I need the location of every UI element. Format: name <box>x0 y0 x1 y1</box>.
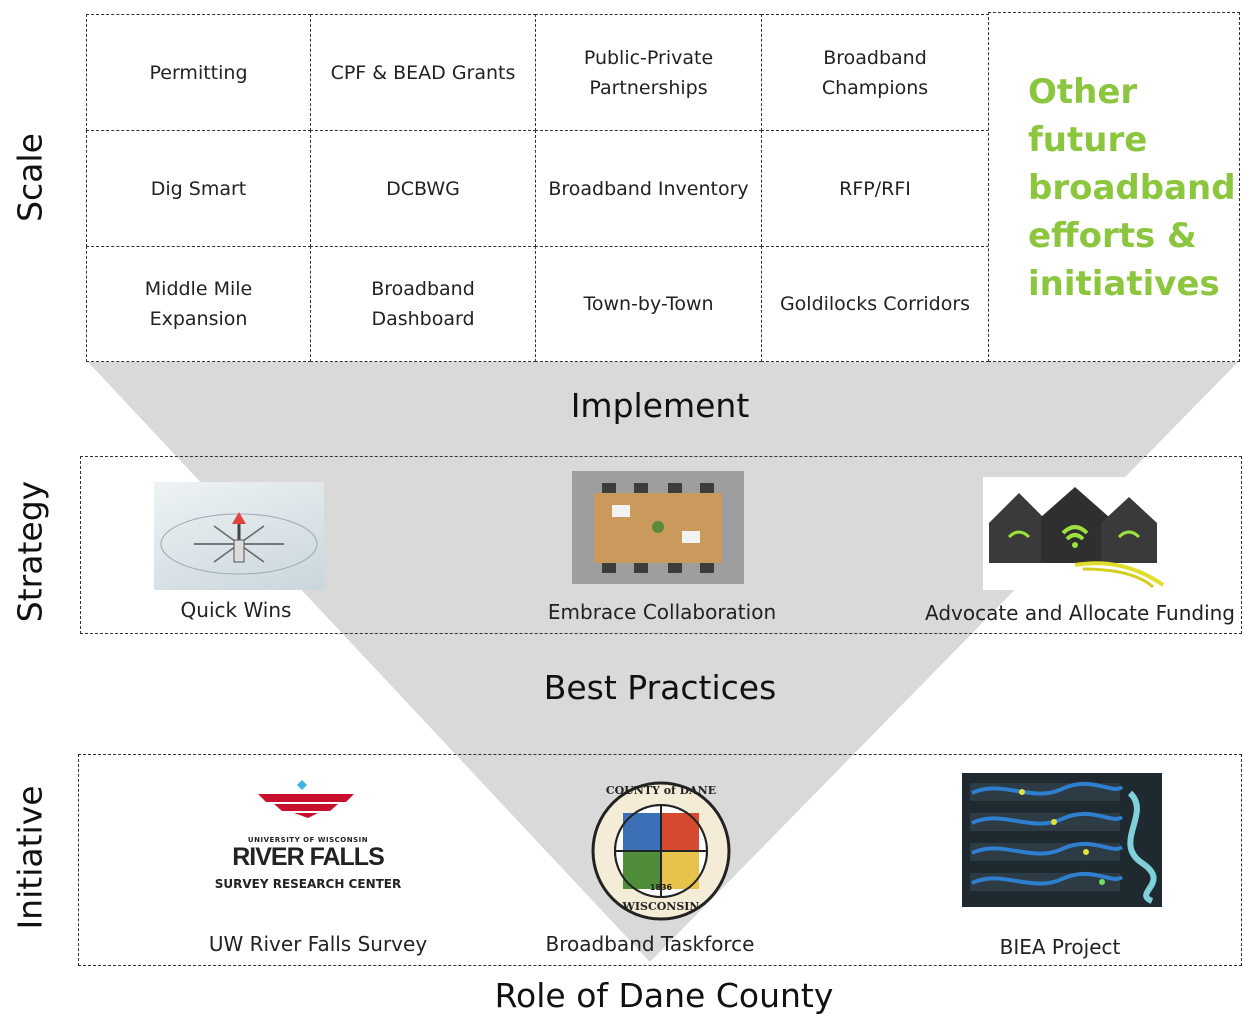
compass-photo <box>154 482 324 590</box>
stage-role-of-dane-county: Role of Dane County <box>494 976 834 1015</box>
meeting-table-photo <box>572 471 744 584</box>
grid-cell-goldilocks-corridors: Goldilocks Corridors <box>761 246 989 362</box>
rf-logo-mark-icon <box>258 780 354 818</box>
seal-bottom-text: WISCONSIN <box>622 900 700 913</box>
grid-cell-broadband-inventory: Broadband Inventory <box>535 130 762 247</box>
fiber-rack-icon <box>970 782 1157 904</box>
strategy-caption-advocate-funding: Advocate and Allocate Funding <box>924 601 1235 625</box>
grid-cell-broadband-champions: Broadband Champions <box>761 14 989 131</box>
grid-cell-cpf-bead-grants: CPF & BEAD Grants <box>310 14 536 131</box>
other-initiatives-text: Other future broadband efforts & initiat… <box>1028 72 1236 304</box>
grid-cell-rfp-rfi: RFP/RFI <box>761 130 989 247</box>
fiber-rack-photo <box>962 773 1162 907</box>
grid-cell-public-private-partnerships: Public-Private Partnerships <box>535 14 762 131</box>
initiative-caption-biea-project: BIEA Project <box>999 935 1121 959</box>
stage-implement: Implement <box>570 386 750 425</box>
uw-river-falls-logo: UNIVERSITY OF WISCONSIN RIVER FALLS SURV… <box>200 778 416 896</box>
strategy-box <box>80 456 1242 634</box>
wifi-houses-icon <box>989 487 1165 589</box>
meeting-table-icon <box>594 483 722 573</box>
seal-icon <box>591 781 731 921</box>
initiative-caption-uw-survey: UW River Falls Survey <box>208 932 428 956</box>
strategy-caption-embrace-collaboration: Embrace Collaboration <box>547 600 777 624</box>
dane-county-seal: COUNTY of DANE 1836 WISCONSIN <box>590 780 732 922</box>
grid-cell-dig-smart: Dig Smart <box>86 130 311 247</box>
scale-label: Scale <box>10 133 50 222</box>
initiative-caption-broadband-taskforce: Broadband Taskforce <box>545 932 755 956</box>
uw-logo-university-text: UNIVERSITY OF WISCONSIN <box>247 836 369 844</box>
strategy-caption-quick-wins: Quick Wins <box>180 598 292 622</box>
uw-logo-river-falls-text: RIVER FALLS <box>232 843 385 871</box>
other-initiatives-box <box>988 12 1240 362</box>
grid-cell-broadband-dashboard: Broadband Dashboard <box>310 246 536 362</box>
grid-cell-town-by-town: Town-by-Town <box>535 246 762 362</box>
compass-icon <box>160 512 318 575</box>
initiative-box <box>78 754 1242 966</box>
grid-cell-dcbwg: DCBWG <box>310 130 536 247</box>
uw-logo-center-text: SURVEY RESEARCH CENTER <box>214 877 402 891</box>
seal-top-text: COUNTY of DANE <box>605 784 717 797</box>
grid-cell-middle-mile-expansion: Middle Mile Expansion <box>86 246 311 362</box>
stage-best-practices: Best Practices <box>543 668 777 707</box>
wifi-houses-photo <box>983 477 1173 590</box>
strategy-label: Strategy <box>10 480 50 623</box>
seal-year-text: 1836 <box>649 883 673 892</box>
grid-cell-permitting: Permitting <box>86 14 311 131</box>
initiative-label: Initiative <box>10 785 50 930</box>
